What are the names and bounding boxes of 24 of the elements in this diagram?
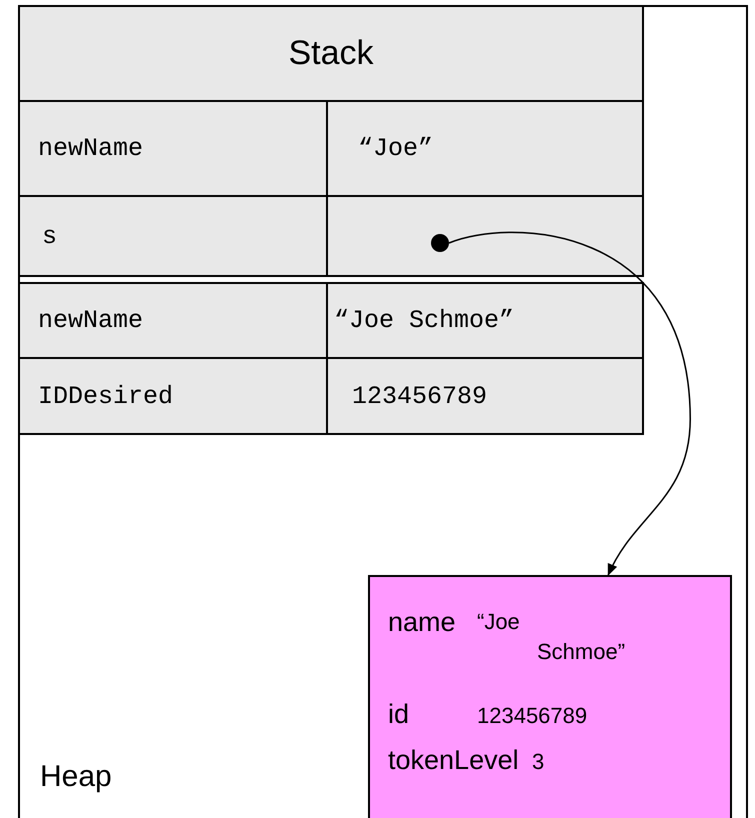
variable-value: “Joe” [358, 134, 434, 163]
table-cell [18, 195, 328, 277]
table-cell [326, 357, 644, 435]
field-value: 123456789 [477, 703, 588, 729]
pointer-arrow [448, 232, 691, 576]
table-cell [326, 100, 644, 197]
variable-name: s [42, 222, 58, 250]
variable-name: IDDesired [38, 382, 174, 410]
stack-table [18, 5, 644, 277]
variable-value: “Joe Schmoe” [334, 306, 514, 335]
table-cell [18, 282, 328, 359]
table-cell [18, 100, 328, 197]
variable-value: 123456789 [352, 382, 488, 410]
table-cell [326, 282, 644, 359]
heap-title: Heap [40, 760, 112, 794]
field-value: 3 [532, 749, 544, 775]
stack-title: Stack [288, 34, 374, 73]
table-cell [18, 357, 328, 435]
variable-name: newName [38, 306, 144, 335]
field-name: id [388, 699, 410, 730]
field-name: name [388, 607, 456, 638]
variable-name: newName [38, 134, 144, 163]
field-name: tokenLevel [388, 745, 519, 776]
heap-object-box [368, 575, 732, 818]
